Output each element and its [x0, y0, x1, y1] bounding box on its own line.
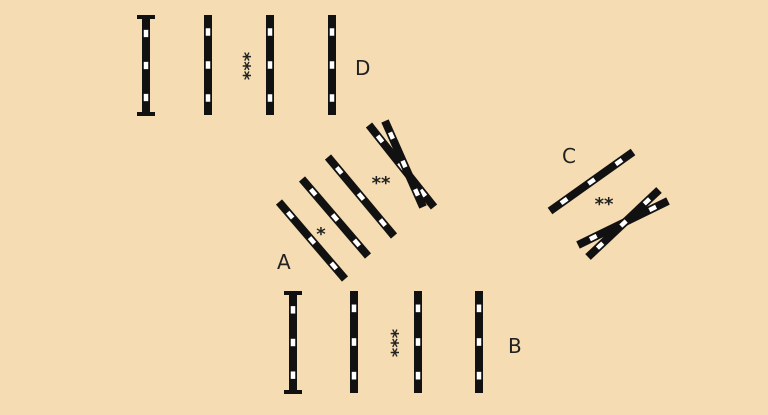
- bar-center2: [381, 119, 427, 209]
- label-b: B: [508, 334, 522, 358]
- bar-center1-band-3: [418, 188, 428, 198]
- bar-a3-band-3: [378, 218, 387, 227]
- marker-c: **: [595, 194, 614, 215]
- bar-c2-band-1: [588, 233, 598, 242]
- bar-c3-band-2: [619, 219, 628, 228]
- marker-a: *: [316, 224, 326, 245]
- bar-a1-band-3: [329, 261, 338, 271]
- bar-a3-band-2: [356, 192, 366, 201]
- bar-b1: [284, 291, 302, 394]
- marker-d: ***: [233, 52, 254, 81]
- bar-center2-band-3: [413, 188, 421, 197]
- bar-c3-band-3: [642, 197, 652, 206]
- bar-center1-band-1: [375, 134, 385, 144]
- label-c: C: [562, 144, 576, 168]
- bar-a2-band-2: [330, 213, 340, 222]
- bar-c1: [547, 148, 636, 215]
- bar-c1-band-3: [614, 157, 624, 167]
- bar-c3: [585, 187, 662, 260]
- bar-c1-band-2: [587, 177, 596, 186]
- bar-a2-band-3: [352, 238, 361, 248]
- bar-d1: [137, 15, 155, 116]
- bar-c1-band-1: [559, 196, 569, 206]
- bar-a1: [275, 199, 349, 282]
- label-a: A: [277, 250, 291, 274]
- label-d: D: [355, 56, 370, 80]
- marker-center: **: [372, 173, 391, 194]
- bar-center2-band-2: [400, 159, 408, 169]
- bar-a2-band-1: [309, 187, 318, 197]
- bar-c2-band-3: [648, 204, 658, 213]
- bar-a2: [298, 176, 372, 259]
- bar-a1-band-1: [286, 210, 295, 220]
- bar-a1-band-2: [307, 236, 317, 245]
- bar-c3-band-1: [595, 241, 605, 250]
- bar-a3: [324, 154, 398, 239]
- bar-a3-band-1: [335, 166, 344, 175]
- bar-center2-band-1: [387, 131, 395, 140]
- marker-b: ***: [381, 329, 402, 358]
